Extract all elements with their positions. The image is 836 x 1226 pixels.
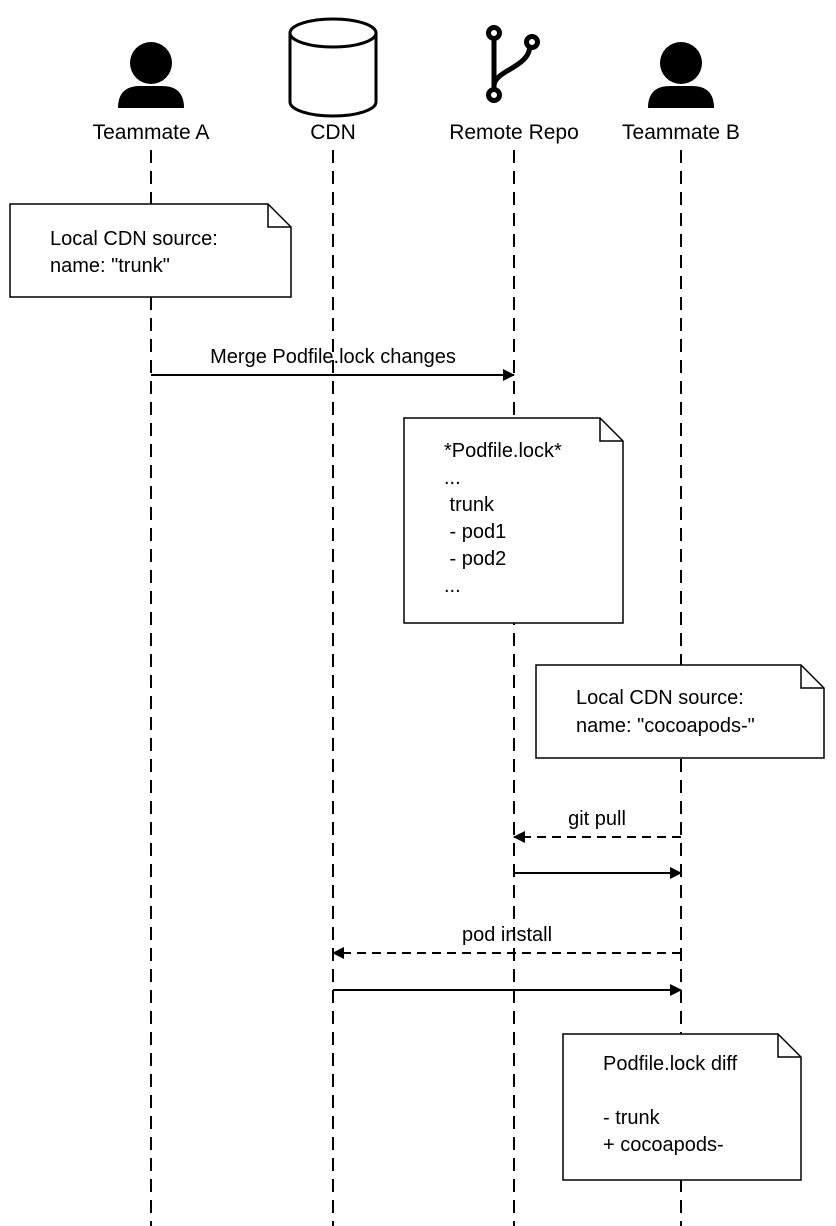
message-pod-install: pod install	[332, 924, 681, 959]
message-label: git pull	[568, 808, 626, 830]
note-line: - pod1	[444, 521, 506, 543]
note-podfile-lock-diff: Podfile.lock diff - trunk + cocoapods-	[562, 1033, 802, 1181]
note-teammate-b-cdn-source: Local CDN source: name: "cocoapods-"	[535, 664, 825, 759]
message-label: Merge Podfile.lock changes	[210, 346, 456, 368]
note-line: name: "cocoapods-"	[576, 715, 755, 737]
participant-teammate-a: Teammate A	[93, 42, 210, 144]
note-line: - pod2	[444, 548, 506, 570]
participant-cdn: CDN	[288, 17, 378, 144]
note-line: *Podfile.lock*	[444, 440, 562, 462]
note-teammate-a-cdn-source: Local CDN source: name: "trunk"	[9, 203, 292, 298]
message-label: pod install	[462, 924, 552, 946]
message-git-pull: git pull	[513, 808, 681, 843]
participant-label: Teammate A	[93, 121, 210, 144]
note-line: Podfile.lock diff	[603, 1053, 738, 1075]
note-line: + cocoapods-	[603, 1134, 724, 1156]
person-icon	[118, 42, 184, 108]
note-line: - trunk	[603, 1107, 661, 1129]
participant-teammate-b: Teammate B	[622, 42, 740, 144]
note-line: trunk	[444, 494, 495, 516]
message-merge-podfile-lock: Merge Podfile.lock changes	[151, 346, 515, 381]
note-line: name: "trunk"	[50, 255, 170, 277]
participant-label: Teammate B	[622, 121, 740, 144]
note-line: ...	[444, 467, 461, 489]
participant-remote-repo: Remote Repo	[449, 25, 579, 144]
person-icon	[648, 42, 714, 108]
note-line: Local CDN source:	[576, 687, 744, 709]
participant-label: CDN	[310, 121, 356, 144]
note-line: ...	[444, 575, 461, 597]
database-icon	[288, 17, 378, 118]
git-branch-icon	[486, 25, 540, 103]
note-line: Local CDN source:	[50, 228, 218, 250]
note-podfile-lock: *Podfile.lock* ... trunk - pod1 - pod2 .…	[403, 417, 624, 624]
participant-label: Remote Repo	[449, 121, 579, 144]
